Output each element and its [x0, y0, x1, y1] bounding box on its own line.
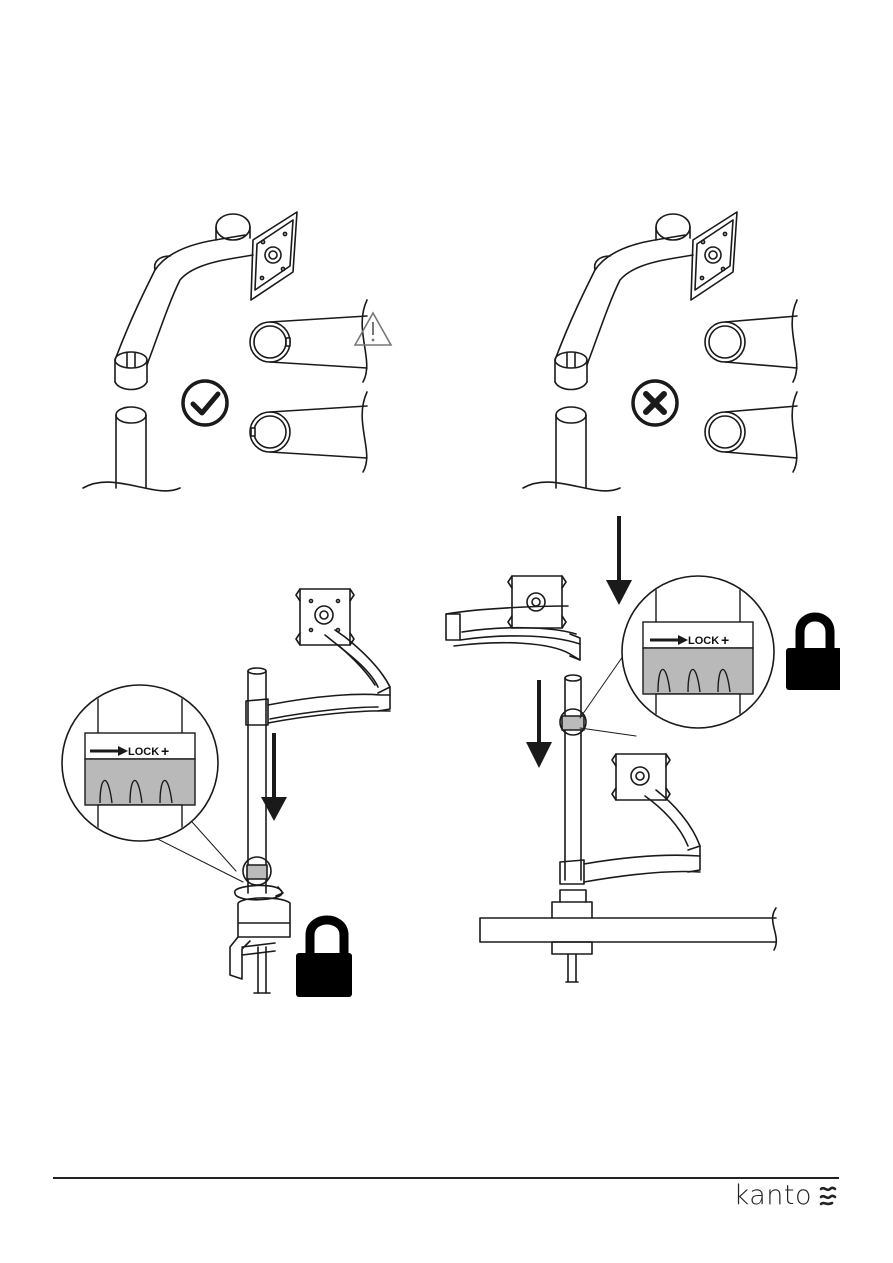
- collar-detail-top: [250, 300, 367, 382]
- padlock-icon: [786, 617, 840, 690]
- cross-icon: [633, 381, 677, 425]
- lock-collar-illustration: [235, 857, 283, 900]
- monitor-arm-illustration: [523, 212, 737, 491]
- pole-illustration: [560, 675, 586, 880]
- checkmark-icon: [183, 381, 227, 425]
- desk-illustration: [480, 890, 776, 982]
- brand-name: kanto: [734, 1182, 812, 1209]
- incorrect-alignment-figure: [515, 200, 815, 500]
- brand-logo: kanto: [734, 1182, 838, 1209]
- lock-collar-magnified: LOCK +: [622, 574, 774, 734]
- collar-detail-bottom: [705, 392, 797, 472]
- collar-plus-label: +: [161, 743, 169, 759]
- collar-lock-label: LOCK: [688, 635, 719, 647]
- correct-alignment-figure: [75, 200, 405, 500]
- collar-lock-label: LOCK: [128, 746, 159, 758]
- padlock-icon: [296, 920, 352, 997]
- install-arm-left-figure: LOCK +: [60, 575, 405, 1005]
- monitor-arm-illustration: [83, 212, 297, 491]
- collar-plus-label: +: [721, 632, 729, 648]
- install-second-arm-figure: LOCK +: [440, 510, 840, 990]
- down-arrow-icon: [606, 516, 632, 605]
- collar-detail-top: [705, 300, 797, 382]
- down-arrow-icon: [261, 733, 287, 821]
- footer-divider: [53, 1177, 839, 1179]
- desk-clamp-illustration: [230, 898, 290, 993]
- warning-triangle-icon: [355, 313, 391, 345]
- down-arrow-icon: [526, 680, 552, 768]
- kanto-logo-icon: [818, 1185, 838, 1207]
- upper-monitor-arm-illustration: [446, 576, 580, 660]
- monitor-arm-illustration: [246, 589, 390, 725]
- lock-collar-magnified: LOCK +: [62, 685, 218, 845]
- collar-detail-bottom: [250, 392, 367, 472]
